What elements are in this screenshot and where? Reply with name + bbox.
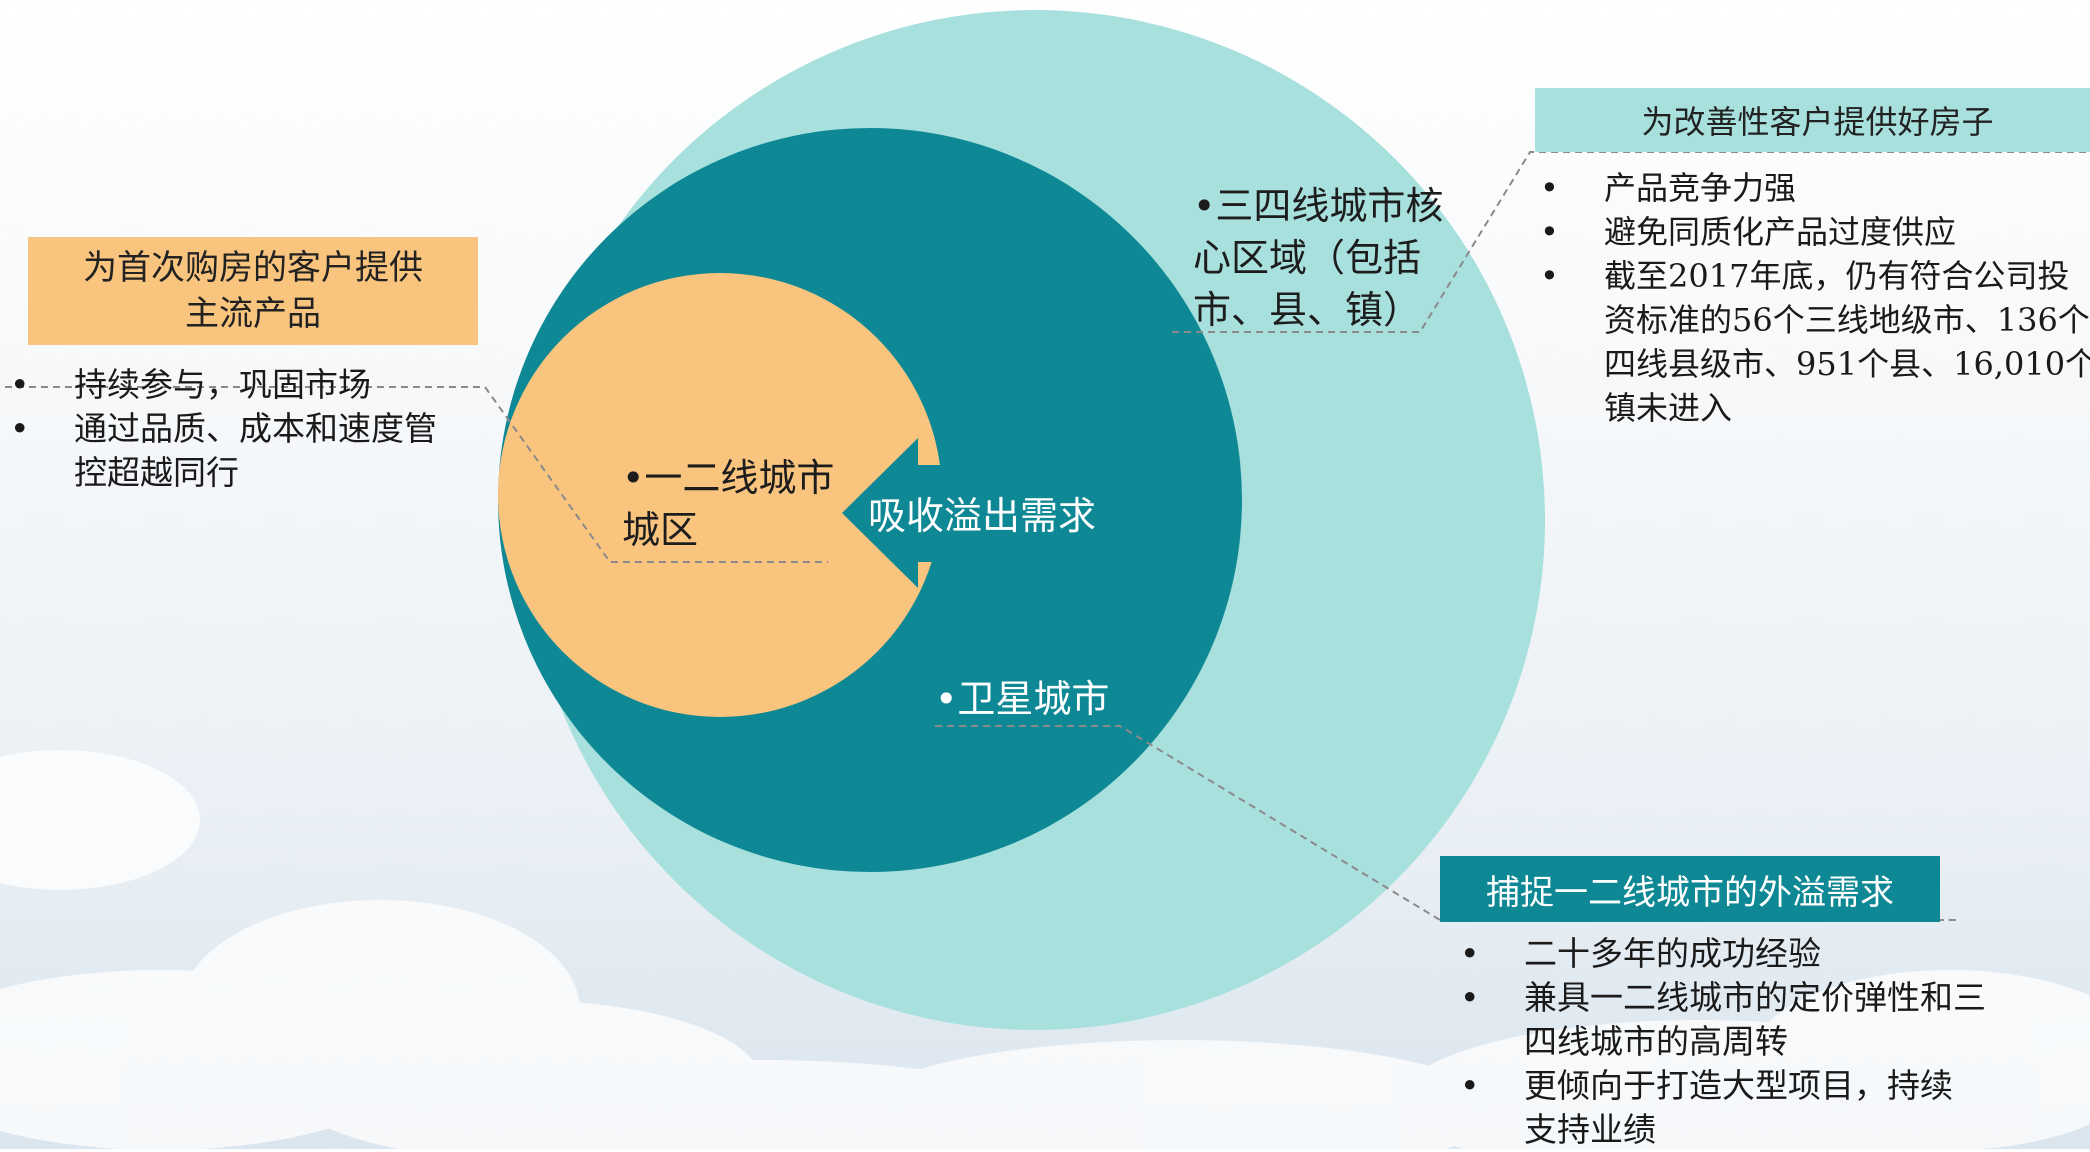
list-item-text: 持续参与，巩固市场 bbox=[74, 365, 371, 404]
list-item-text: 避免同质化产品过度供应 bbox=[1604, 213, 1957, 251]
list-item: • 截至2017年底，仍有符合公司投资标准的56个三线地级市、136个四线县级市、… bbox=[1540, 254, 2090, 430]
list-item-text: 二十多年的成功经验 bbox=[1524, 934, 1821, 973]
list-item-text: 截至2017年底，仍有符合公司投资标准的56个三线地级市、136个四线县级市、9… bbox=[1604, 257, 2090, 427]
list-item: • 避免同质化产品过度供应 bbox=[1540, 210, 2090, 254]
bullet-icon: • bbox=[1460, 934, 1480, 973]
list-item-text: 更倾向于打造大型项目，持续支持业绩 bbox=[1524, 1066, 1953, 1149]
list-item: • 更倾向于打造大型项目，持续支持业绩 bbox=[1460, 1064, 1984, 1152]
absorb-arrow bbox=[842, 438, 1120, 588]
bullet-icon: • bbox=[1460, 978, 1480, 1017]
bullet-icon: • bbox=[1540, 169, 1559, 207]
outer-label-line: •三四线城市核 bbox=[1193, 184, 1444, 228]
list-item: • 通过品质、成本和速度管控超越同行 bbox=[10, 407, 454, 495]
bottom-panel-title: 捕捉一二线城市的外溢需求 bbox=[1440, 856, 1940, 922]
connector-left bbox=[5, 386, 828, 563]
bullet-icon: • bbox=[10, 409, 30, 448]
connector-right bbox=[1172, 151, 2090, 333]
inner-label-line: 城区 bbox=[622, 508, 699, 552]
left-panel-title: 为首次购房的客户提供 主流产品 bbox=[28, 237, 478, 345]
list-item: • 持续参与，巩固市场 bbox=[10, 363, 480, 407]
list-item: • 兼具一二线城市的定价弹性和三四线城市的高周转 bbox=[1460, 976, 2014, 1064]
bullet-icon: • bbox=[10, 365, 30, 404]
outer-label-line: 心区域（包括 bbox=[1193, 236, 1422, 280]
bullet-icon: • bbox=[1540, 257, 1559, 295]
list-item: • 二十多年的成功经验 bbox=[1460, 932, 2020, 976]
inner-circle-label: •一二线城市 城区 bbox=[622, 452, 834, 556]
inner-label-line: •一二线城市 bbox=[622, 456, 835, 500]
right-panel-list: • 产品竞争力强 • 避免同质化产品过度供应 • 截至2017年底，仍有符合公司投资标… bbox=[1540, 166, 2090, 430]
left-title-line: 主流产品 bbox=[185, 294, 321, 334]
inner-circle bbox=[498, 273, 942, 717]
outer-label-line: 市、县、镇） bbox=[1193, 288, 1422, 332]
bullet-icon: • bbox=[1540, 213, 1559, 251]
outer-circle-label: •三四线城市核 心区域（包括 市、县、镇） bbox=[1193, 180, 1443, 336]
bullet-icon: • bbox=[1460, 1066, 1480, 1105]
list-item-text: 通过品质、成本和速度管控超越同行 bbox=[74, 409, 437, 492]
right-panel-title: 为改善性客户提供好房子 bbox=[1535, 88, 2090, 152]
bottom-panel-list: • 二十多年的成功经验 • 兼具一二线城市的定价弹性和三四线城市的高周转 • 更倾向于… bbox=[1460, 932, 2020, 1152]
arrow-label: 吸收溢出需求 bbox=[868, 494, 1097, 538]
list-item: • 产品竞争力强 bbox=[1540, 166, 2090, 210]
middle-circle-label: •卫星城市 bbox=[935, 677, 1110, 721]
left-panel-list: • 持续参与，巩固市场 • 通过品质、成本和速度管控超越同行 bbox=[10, 363, 480, 495]
list-item-text: 产品竞争力强 bbox=[1604, 169, 1797, 207]
left-title-line: 为首次购房的客户提供 bbox=[83, 248, 423, 288]
list-item-text: 兼具一二线城市的定价弹性和三四线城市的高周转 bbox=[1524, 978, 1986, 1061]
